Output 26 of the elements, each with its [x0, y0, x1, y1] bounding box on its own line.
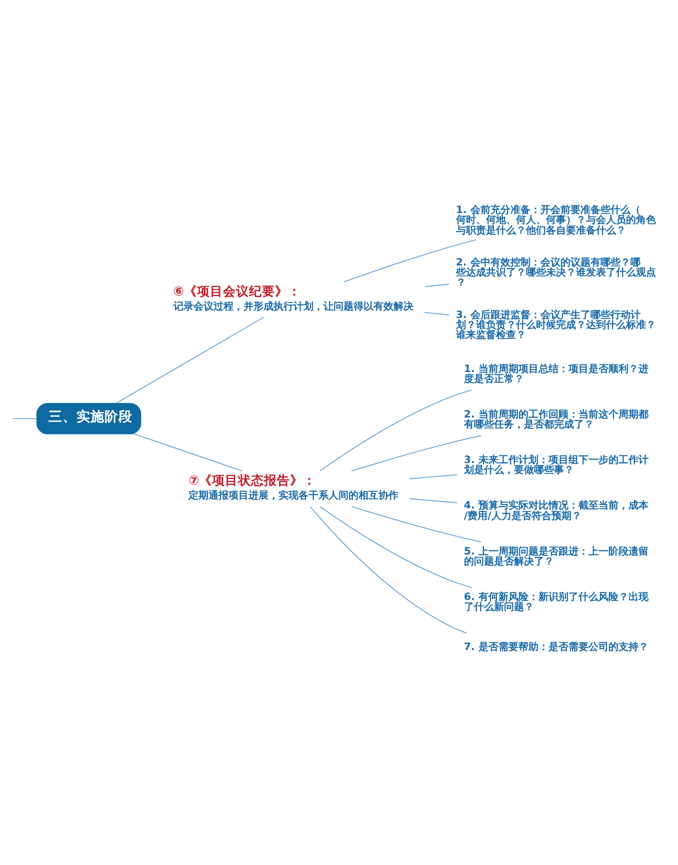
connector	[116, 316, 264, 404]
node-text: 3. 会后跟进监督：会议产生了哪些行动计划？谁负责？什么时候完成？达到什么标准？谁来监督检查？	[456, 309, 656, 341]
node-text: 3. 未来工作计划：项目组下一步的工作计划是什么，要做哪些事？	[464, 454, 648, 476]
connector	[351, 434, 482, 471]
connector	[310, 506, 468, 634]
connector	[409, 498, 458, 503]
connector	[424, 283, 450, 286]
node-box: 三、实施阶段	[36, 402, 142, 434]
connector	[409, 474, 458, 479]
node-text: 6. 有何新风险：新识别了什么风险？出现了什么新问题？	[464, 591, 648, 613]
connector	[351, 506, 482, 542]
node-text: ⑥《项目会议纪要》： 记录会议过程，并形成执行计划，让问题得以有效解决	[173, 282, 414, 312]
connector	[134, 432, 243, 471]
node-text: 4. 预算与实际对比情况：截至当前，成本/费用/人力是否符合预期？	[464, 500, 648, 522]
node-text: 5. 上一周期问题是否跟进：上一阶段遗留的问题是否解决了？	[464, 546, 648, 567]
node-text: 2. 当前周期的工作回顾：当前这个周期都有哪些任务，是否都完成了？	[464, 408, 648, 430]
connector	[12, 418, 37, 419]
node-text: 2. 会中有效控制：会议的议题有哪些？哪些达成共识了？哪些未决？谁发表了什么观点？	[456, 256, 656, 288]
connector	[320, 506, 472, 588]
connector	[344, 238, 478, 282]
connector	[320, 389, 472, 471]
node-text: 7. 是否需要帮助：是否需要公司的支持？	[464, 642, 648, 653]
node-text: 1. 当前周期项目总结：项目是否顺利？进度是否正常？	[464, 363, 648, 384]
connector	[424, 312, 450, 315]
node-text: ⑦《项目状态报告》： 定期通报项目进展，实现各干系人间的相互协作	[188, 472, 399, 502]
node-text: 1. 会前充分准备：开会前要准备些什么（何时、何地、何人、何事）？与会人员的角色与职责是什么？他们各自要准备什么？	[456, 204, 656, 236]
